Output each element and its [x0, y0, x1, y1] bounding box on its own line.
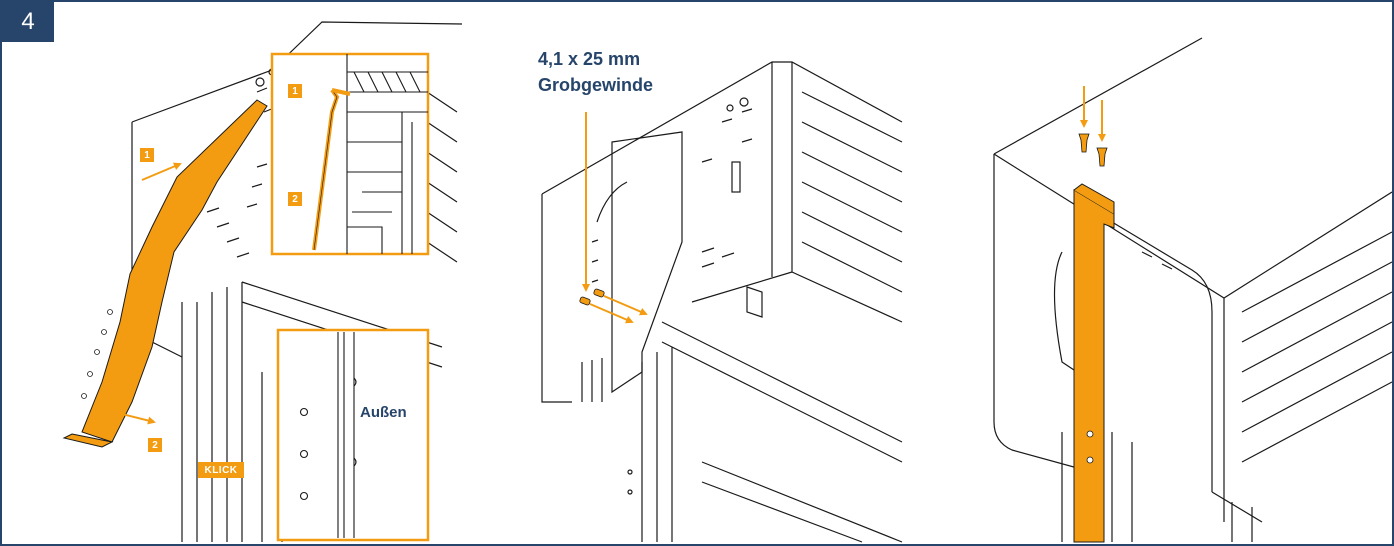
- screw-spec-label: 4,1 x 25 mm Grobgewinde: [538, 46, 653, 98]
- thread-type: Grobgewinde: [538, 75, 654, 95]
- panel-2-drawing: [541, 61, 903, 543]
- outside-label: Außen: [360, 404, 407, 421]
- panel-2-screws: [579, 112, 648, 324]
- step-number-badge: 4: [2, 2, 54, 42]
- detail-zoom-bottom: [276, 328, 430, 542]
- step-badge-1-left: 1: [140, 148, 154, 162]
- screw-size: 4,1 x 25 mm: [538, 49, 641, 69]
- step-badge-1-zoom: 1: [288, 84, 302, 98]
- step-badge-2-zoom: 2: [288, 192, 302, 206]
- panel-3-screws: [1078, 86, 1108, 167]
- panel-3-drawing: [993, 37, 1392, 542]
- bracket-orange-1: [62, 99, 268, 448]
- klick-label: KLICK: [198, 462, 244, 478]
- bracket-orange-3: [1073, 183, 1115, 543]
- step-badge-2-bottom: 2: [148, 438, 162, 452]
